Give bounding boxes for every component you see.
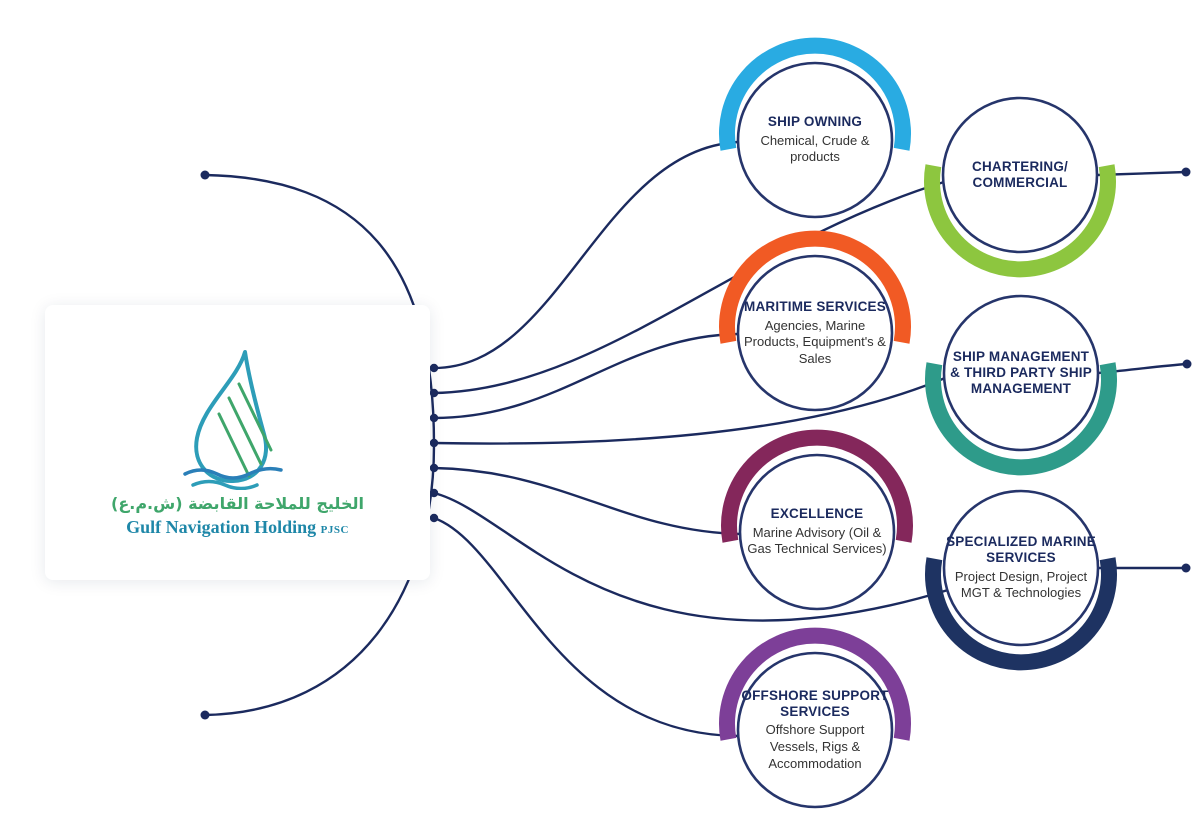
hub-dot xyxy=(429,463,439,473)
node-excellence: EXCELLENCE Marine Advisory (Oil & Gas Te… xyxy=(717,426,917,626)
connector-maritime xyxy=(433,332,739,420)
node-maritime-services: MARITIME SERVICES Agencies, Marine Produ… xyxy=(715,227,915,427)
node-arc xyxy=(719,37,911,151)
node-label: CHARTERING/ COMMERCIAL xyxy=(945,102,1095,248)
node-subtitle: Offshore Support Vessels, Rigs & Accommo… xyxy=(765,722,865,771)
wave-icon xyxy=(182,466,283,480)
node-ship-management: SHIP MANAGEMENT & THIRD PARTY SHIP MANAG… xyxy=(921,279,1121,479)
node-arc xyxy=(925,557,1117,671)
endpoint-dot xyxy=(200,710,210,720)
company-name-arabic: الخليج للملاحة القابضة (ش.م.ع) xyxy=(111,493,364,513)
node-title: SHIP OWNING xyxy=(767,113,863,129)
connector-excellence xyxy=(433,466,742,536)
node-ship-owning: SHIP OWNING Chemical, Crude & products xyxy=(715,34,915,234)
hub-dot xyxy=(429,513,439,523)
node-circle xyxy=(736,61,894,219)
connector-ship-owning xyxy=(433,140,739,370)
node-label: SPECIALIZED MARINE SERVICES Project Desi… xyxy=(946,495,1096,641)
connector-ship-management xyxy=(433,376,946,445)
connector-endpoint-dots xyxy=(200,167,1192,720)
node-ring-icon xyxy=(719,230,911,412)
node-circle xyxy=(736,651,894,809)
connector-offshore xyxy=(433,516,740,738)
wave-icon xyxy=(190,479,259,490)
node-label: MARITIME SERVICES Agencies, Marine Produ… xyxy=(740,260,890,406)
gulf-navigation-logo-icon xyxy=(182,349,283,490)
node-chartering-commercial: CHARTERING/ COMMERCIAL xyxy=(920,81,1120,281)
node-subtitle: Project Design, Project MGT & Technologi… xyxy=(954,568,1088,601)
node-specialized-marine-services: SPECIALIZED MARINE SERVICES Project Desi… xyxy=(921,474,1121,674)
hub-dot xyxy=(429,388,439,398)
company-name-english-text: Gulf Navigation Holding xyxy=(126,516,317,537)
company-name-english: Gulf Navigation Holding PJSC xyxy=(126,517,349,538)
node-circle xyxy=(736,254,894,412)
node-title: MARITIME SERVICES xyxy=(744,298,886,314)
node-subtitle: Agencies, Marine Products, Equipment's &… xyxy=(744,317,886,366)
node-title: SPECIALIZED MARINE SERVICES xyxy=(946,533,1096,565)
node-ring-icon xyxy=(925,489,1117,671)
node-label: SHIP OWNING Chemical, Crude & products xyxy=(740,67,890,213)
node-subtitle: Chemical, Crude & products xyxy=(760,132,870,165)
node-label: EXCELLENCE Marine Advisory (Oil & Gas Te… xyxy=(742,459,892,605)
node-label: SHIP MANAGEMENT & THIRD PARTY SHIP MANAG… xyxy=(946,300,1096,446)
node-arc xyxy=(719,230,911,344)
node-title: OFFSHORE SUPPORT SERVICES xyxy=(741,687,889,719)
node-ring-icon xyxy=(719,627,911,809)
sail-outline-icon xyxy=(193,349,268,483)
node-offshore-support-services: OFFSHORE SUPPORT SERVICES Offshore Suppo… xyxy=(715,624,915,822)
node-circle xyxy=(941,96,1099,254)
node-arc xyxy=(719,627,911,741)
hub-dot xyxy=(429,488,439,498)
node-circle xyxy=(942,294,1100,452)
hub-dot xyxy=(429,438,439,448)
connector-chartering xyxy=(433,180,945,395)
hub-dot xyxy=(429,363,439,373)
endpoint-dot xyxy=(1182,359,1192,369)
node-subtitle: Marine Advisory (Oil & Gas Technical Ser… xyxy=(747,524,887,557)
connector-specialized xyxy=(433,491,949,622)
node-ring-icon xyxy=(721,429,913,611)
endpoint-dot xyxy=(1181,167,1191,177)
sail-stroke-icon xyxy=(227,396,262,465)
node-circle xyxy=(738,453,896,611)
node-title: EXCELLENCE xyxy=(770,505,864,521)
node-arc xyxy=(721,429,913,543)
endpoint-dot xyxy=(1181,563,1191,573)
company-entity-suffix: PJSC xyxy=(320,523,349,536)
node-label: OFFSHORE SUPPORT SERVICES Offshore Suppo… xyxy=(740,657,890,803)
node-title: CHARTERING/ COMMERCIAL xyxy=(972,159,1068,190)
node-arc xyxy=(924,164,1116,278)
hub-dot xyxy=(429,413,439,423)
node-arc xyxy=(925,362,1117,476)
sail-stroke-icon xyxy=(217,412,250,477)
node-ring-icon xyxy=(925,294,1117,476)
sail-stroke-icon xyxy=(237,382,272,451)
endpoint-dot xyxy=(200,170,210,180)
company-card: الخليج للملاحة القابضة (ش.م.ع) Gulf Navi… xyxy=(45,305,430,580)
node-ring-icon xyxy=(924,96,1116,278)
node-title: SHIP MANAGEMENT & THIRD PARTY SHIP MANAG… xyxy=(950,349,1092,396)
node-circle xyxy=(942,489,1100,647)
node-ring-icon xyxy=(719,37,911,219)
